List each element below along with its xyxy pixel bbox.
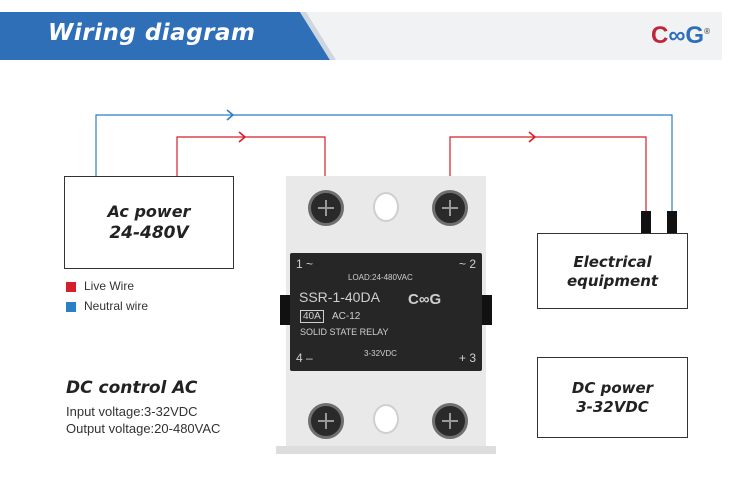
control-voltage: 3-32VDC <box>364 349 397 358</box>
terminal-1-label: 1 ~ <box>296 257 314 271</box>
header-ribbon <box>0 12 330 60</box>
live-wire-swatch <box>66 282 76 292</box>
relay-side-clip-right <box>482 295 492 325</box>
dc-power-label: DC power <box>571 379 654 397</box>
equipment-label-line2: equipment <box>566 272 659 290</box>
live-wire-right <box>449 136 647 213</box>
neutral-wire-label: Neutral wire <box>84 299 149 313</box>
terminal-2-label: ~ 2 <box>458 257 476 271</box>
live-arrow-right <box>528 131 537 143</box>
relay-side-clip-left <box>280 295 290 325</box>
ac-power-voltage: 24-480V <box>109 223 189 243</box>
live-wire-label: Live Wire <box>84 279 135 293</box>
ac-class: AC-12 <box>332 311 361 322</box>
live-wire-left <box>176 136 326 176</box>
mount-hole-bottom <box>373 404 399 434</box>
electrical-equipment-box: Electrical equipment <box>537 233 688 309</box>
terminal-3-screw-icon <box>432 403 468 439</box>
brand-logo: C∞G® <box>650 22 710 49</box>
terminal-1-screw-icon <box>308 190 344 226</box>
current-rating: 40A <box>300 310 324 323</box>
live-arrow-left <box>238 131 247 143</box>
plug-right <box>667 211 677 235</box>
terminal-4-label: 4 – <box>296 351 313 365</box>
terminal-3-label: + 3 <box>458 351 476 365</box>
output-voltage-text: Output voltage:20-480VAC <box>66 421 221 436</box>
page-title: Wiring diagram <box>48 20 256 46</box>
neutral-arrow <box>226 109 235 121</box>
terminal-2-screw-icon <box>432 190 468 226</box>
input-voltage-text: Input voltage:3-32VDC <box>66 404 198 419</box>
equipment-label-line1: Electrical <box>573 253 652 271</box>
load-rating: LOAD:24-480VAC <box>348 273 413 282</box>
relay-type: SOLID STATE RELAY <box>300 327 389 337</box>
ac-power-label: Ac power <box>107 202 191 221</box>
mount-hole-top <box>373 192 399 222</box>
relay-label-plate: 1 ~ ~ 2 LOAD:24-480VAC SSR-1-40DA C∞G 40… <box>290 253 482 371</box>
relay-brand: C∞G <box>408 291 442 308</box>
dc-power-voltage: 3-32VDC <box>576 398 649 416</box>
model-number: SSR-1-40DA <box>299 289 380 305</box>
neutral-wire-swatch <box>66 302 76 312</box>
ac-power-box: Ac power 24-480V <box>64 176 234 269</box>
dc-control-title: DC control AC <box>66 378 198 398</box>
plug-left <box>641 211 651 235</box>
terminal-4-screw-icon <box>308 403 344 439</box>
dc-power-box: DC power 3-32VDC <box>537 357 688 438</box>
neutral-wire <box>95 114 673 213</box>
relay-base <box>276 446 496 454</box>
